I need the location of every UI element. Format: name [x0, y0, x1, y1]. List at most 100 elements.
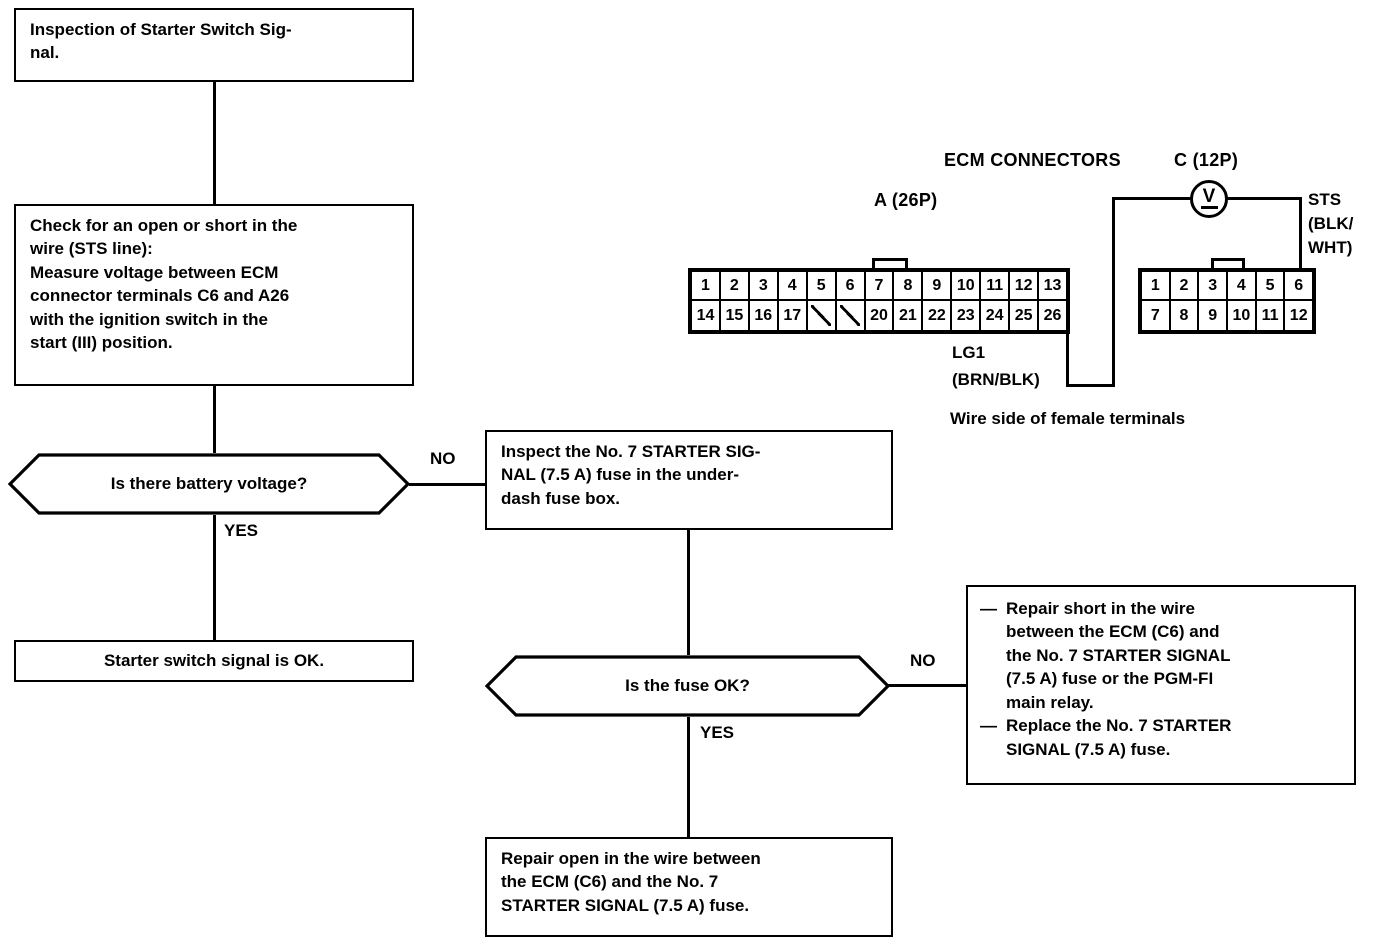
repair-short-dash-1: — [980, 599, 997, 618]
decision-fuse-yes-label: YES [700, 723, 735, 742]
connector-a-terminal-7: 7 [865, 272, 895, 301]
decision-battery-yes-label: YES [224, 521, 259, 540]
connector-a-label: A (26P) [874, 190, 938, 210]
connector-panel-caption: Wire side of female terminals [950, 409, 1186, 428]
connector-c-terminal-1: 1 [1142, 272, 1171, 301]
connector-c-terminal-10: 10 [1228, 301, 1257, 330]
connector-c-terminal-9: 9 [1199, 301, 1229, 330]
connector-a-tab [872, 258, 908, 270]
repair-short-1-line-5: main relay. [1006, 692, 1094, 712]
repair-short-1-line-4: (7.5 A) fuse or the PGM-FI [1006, 669, 1214, 689]
connector-check-to-decision [213, 386, 216, 453]
connector-c-terminal-4: 4 [1228, 272, 1257, 301]
starter-ok-box: Starter switch signal is OK. [14, 640, 414, 682]
connector-c-terminal-12: 12 [1285, 301, 1313, 330]
connector-a-terminal-6: 6 [836, 272, 866, 301]
connector-a-terminal-24: 24 [981, 301, 1011, 330]
meter-lead-left [1112, 197, 1192, 200]
connector-a-terminal-25: 25 [1010, 301, 1040, 330]
repair-open-line-3: STARTER SIGNAL (7.5 A) fuse. [501, 895, 750, 915]
check-box: Check for an open or short in the wire (… [14, 204, 414, 386]
repair-short-1-line-3: the No. 7 STARTER SIGNAL [1006, 645, 1231, 665]
connector-decision-to-ok [213, 515, 216, 640]
connector-c-terminal-7: 7 [1142, 301, 1171, 330]
wire-lg1-riser [1112, 197, 1115, 387]
start-box: Inspection of Starter Switch Sig- nal. [14, 8, 414, 82]
repair-open-line-2: the ECM (C6) and the No. 7 [501, 872, 719, 892]
voltmeter-underline [1200, 206, 1218, 210]
inspect-fuse-line-2: NAL (7.5 A) fuse in the under- [501, 465, 740, 485]
repair-short-1-line-2: between the ECM (C6) and [1006, 622, 1220, 642]
wire-sts-color-line-1: (BLK/ [1308, 214, 1354, 233]
connector-a-terminal-26: 26 [1039, 301, 1066, 330]
connector-a-terminal-20: 20 [865, 301, 895, 330]
connector-fuse-decision-to-repair-short [888, 684, 968, 687]
connector-fuse-decision-to-repair-open [687, 717, 690, 837]
connector-c-terminal-2: 2 [1170, 272, 1200, 301]
repair-short-2-line-2: SIGNAL (7.5 A) fuse. [1006, 739, 1171, 759]
connector-a-terminal-15: 15 [720, 301, 750, 330]
connector-a-terminal-16: 16 [749, 301, 779, 330]
connector-a-blank-5 [836, 301, 866, 330]
connector-a-terminal-9: 9 [923, 272, 953, 301]
wire-sts-color-line-2: WHT) [1308, 238, 1353, 257]
connector-a-terminal-13: 13 [1039, 272, 1066, 301]
check-box-line-5: with the ignition switch in the [30, 309, 268, 329]
connector-a-terminal-2: 2 [720, 272, 750, 301]
connector-a-terminal-21: 21 [894, 301, 924, 330]
connector-a-terminal-3: 3 [749, 272, 779, 301]
connector-a-terminal-10: 10 [952, 272, 982, 301]
start-box-line-2: nal. [30, 43, 60, 63]
decision-battery-shape [8, 453, 410, 515]
connector-a-terminal-4: 4 [778, 272, 808, 301]
check-box-line-3: Measure voltage between ECM [30, 262, 279, 282]
decision-battery-voltage: Is there battery voltage? [8, 453, 410, 515]
repair-short-item-2: — Replace the No. 7 STARTER SIGNAL (7.5 … [980, 714, 1342, 761]
connector-decision-to-inspect [409, 483, 485, 486]
connector-c-terminal-8: 8 [1170, 301, 1200, 330]
connector-c-tab [1211, 258, 1245, 270]
meter-lead-right [1226, 197, 1302, 200]
connector-a-terminal-8: 8 [894, 272, 924, 301]
connector-a-terminal-14: 14 [692, 301, 721, 330]
repair-open-box: Repair open in the wire between the ECM … [485, 837, 893, 937]
ecm-connectors-heading: ECM CONNECTORS [944, 150, 1121, 170]
connector-c-terminal-11: 11 [1256, 301, 1286, 330]
repair-open-line-1: Repair open in the wire between [501, 849, 761, 868]
connector-a-blank-4 [807, 301, 837, 330]
decision-battery-label: Is there battery voltage? [110, 474, 308, 493]
decision-battery-no-label: NO [430, 449, 456, 468]
check-box-line-1: Check for an open or short in the [30, 216, 298, 235]
connector-a-terminal-17: 17 [778, 301, 808, 330]
wire-lg1-name: LG1 [952, 343, 986, 362]
starter-ok-label: Starter switch signal is OK. [103, 651, 325, 671]
repair-short-item-1: — Repair short in the wire between the E… [980, 597, 1342, 714]
voltmeter-icon: V [1190, 180, 1228, 218]
connector-a-terminal-5: 5 [807, 272, 837, 301]
repair-short-dash-2: — [980, 716, 997, 736]
voltmeter-symbol: V [1202, 185, 1216, 207]
inspect-fuse-box: Inspect the No. 7 STARTER SIG- NAL (7.5 … [485, 430, 893, 530]
repair-short-2-line-1: Replace the No. 7 STARTER [1006, 716, 1232, 736]
inspect-fuse-line-3: dash fuse box. [501, 488, 621, 508]
connector-c-terminal-3: 3 [1199, 272, 1229, 301]
wire-lg1-run [1066, 384, 1115, 387]
connector-a-terminal-11: 11 [981, 272, 1011, 301]
repair-short-1-line-1: Repair short in the wire [1006, 599, 1195, 618]
start-box-line-1: Inspection of Starter Switch Sig- [30, 20, 292, 39]
repair-short-box: — Repair short in the wire between the E… [966, 585, 1356, 785]
wire-lg1-drop-from-a26 [1066, 330, 1069, 387]
check-box-line-2: wire (STS line): [30, 239, 153, 259]
connector-a-terminal-22: 22 [923, 301, 953, 330]
connector-inspect-to-fuse-decision [687, 530, 690, 655]
check-box-line-4: connector terminals C6 and A26 [30, 286, 290, 306]
decision-fuse-shape [485, 655, 890, 717]
decision-fuse-ok: Is the fuse OK? [485, 655, 890, 717]
